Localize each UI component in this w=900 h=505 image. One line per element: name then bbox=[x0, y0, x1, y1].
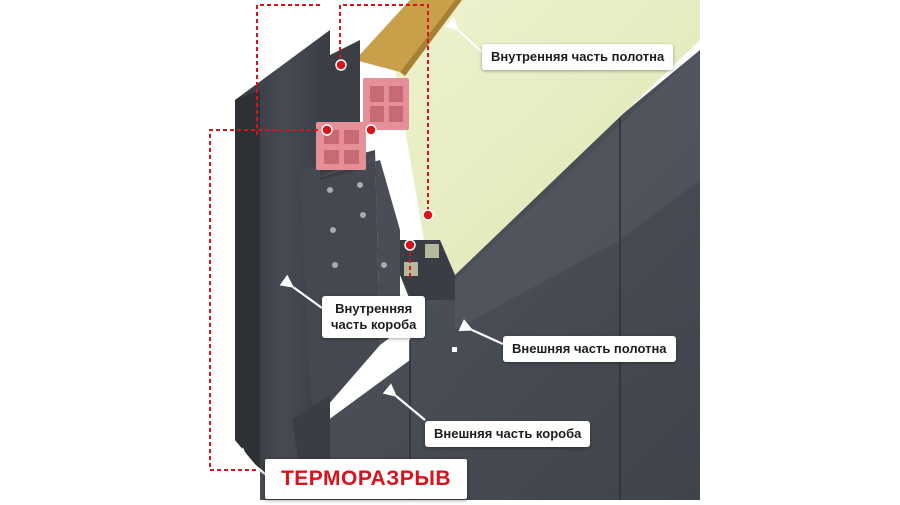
label-inner-frame: Внутренняя часть короба bbox=[322, 296, 426, 338]
wood-strip bbox=[355, 0, 455, 72]
leaf-profile bbox=[400, 240, 455, 300]
profile-slot bbox=[425, 244, 439, 258]
label-outer-frame: Внешняя часть короба bbox=[425, 421, 591, 447]
label-inner-frame-line1: Внутренняя bbox=[335, 301, 413, 316]
label-inner-frame-line2: часть короба bbox=[331, 317, 417, 332]
marker-dot-icon bbox=[321, 59, 434, 251]
frame-inner-zone-outline bbox=[256, 4, 320, 138]
label-outer-leaf: Внешняя часть полотна bbox=[503, 336, 676, 362]
frame-lip bbox=[292, 395, 330, 470]
thermal-break-badge: ТЕРМОРАЗРЫВ bbox=[265, 459, 467, 499]
frame-outer-face bbox=[235, 90, 260, 470]
leaf-zone-outline bbox=[339, 4, 429, 215]
outer-leaf-top-panel bbox=[455, 50, 700, 330]
leaf-hole-icon bbox=[452, 347, 457, 352]
frame-zone-outline bbox=[209, 129, 325, 471]
frame-inner-channel bbox=[300, 150, 380, 420]
thermal-zone-outlines bbox=[209, 4, 429, 471]
label-inner-leaf: Внутренняя часть полотна bbox=[482, 44, 674, 70]
thermal-insert-leaf bbox=[363, 78, 409, 130]
frame-step bbox=[310, 155, 400, 345]
